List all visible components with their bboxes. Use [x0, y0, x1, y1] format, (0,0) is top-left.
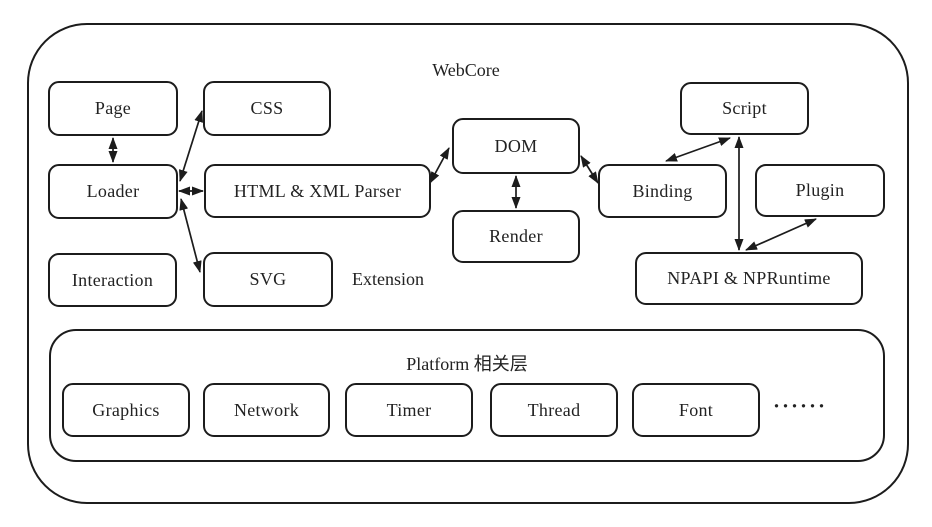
- node-npapi-npruntime: NPAPI & NPRuntime: [635, 252, 863, 305]
- node-network: Network: [203, 383, 330, 437]
- node-dom: DOM: [452, 118, 580, 174]
- platform-more-ellipsis: ······: [772, 394, 828, 418]
- node-interaction: Interaction: [48, 253, 177, 307]
- node-loader: Loader: [48, 164, 178, 219]
- platform-layer-title: Platform 相关层: [406, 354, 528, 374]
- extension-label: Extension: [352, 269, 424, 289]
- node-plugin: Plugin: [755, 164, 885, 217]
- node-binding: Binding: [598, 164, 727, 218]
- webcore-title: WebCore: [432, 60, 500, 80]
- node-render: Render: [452, 210, 580, 263]
- node-page: Page: [48, 81, 178, 136]
- node-css: CSS: [203, 81, 331, 136]
- node-html-xml-parser: HTML & XML Parser: [204, 164, 431, 218]
- node-font: Font: [632, 383, 760, 437]
- node-thread: Thread: [490, 383, 618, 437]
- node-timer: Timer: [345, 383, 473, 437]
- node-script: Script: [680, 82, 809, 135]
- node-graphics: Graphics: [62, 383, 190, 437]
- node-svg: SVG: [203, 252, 333, 307]
